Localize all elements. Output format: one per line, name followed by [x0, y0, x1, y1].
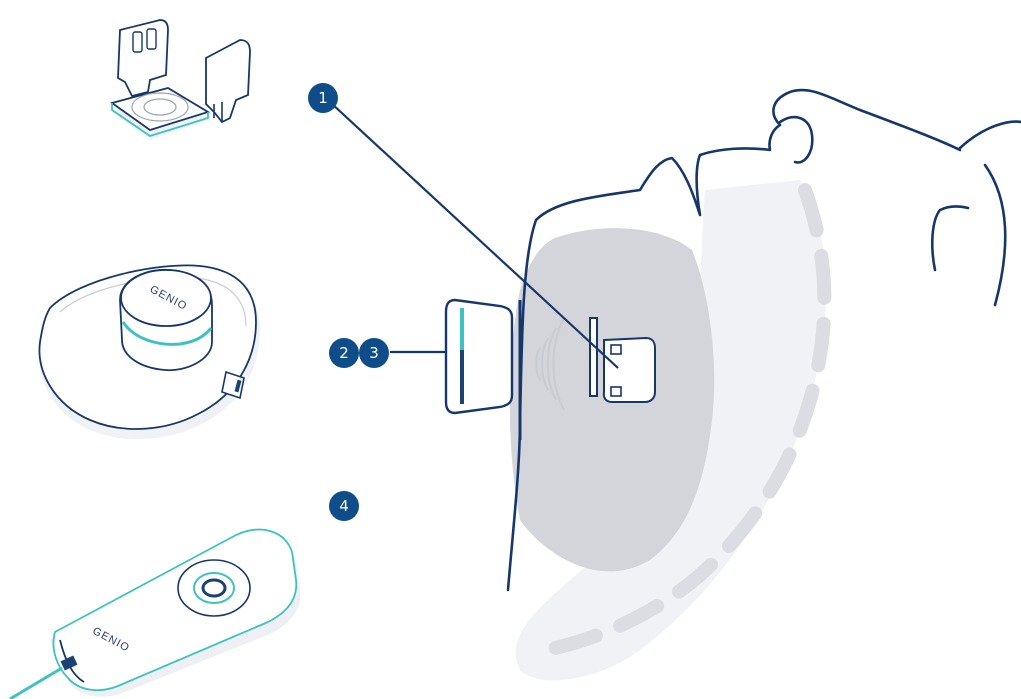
implant-right-flap — [206, 40, 250, 122]
nose-detail — [780, 117, 812, 162]
badge-3: 3 — [359, 338, 389, 368]
badge-2-label: 2 — [339, 344, 349, 362]
activation-chip-side — [446, 300, 520, 440]
chip-navy-band — [460, 350, 464, 404]
chip-outer — [446, 300, 512, 413]
ear-outline — [960, 122, 1021, 305]
eye-outline — [932, 206, 968, 270]
badge-2: 2 — [329, 338, 359, 368]
badge-4-label: 4 — [339, 497, 349, 515]
activation-chip-patch: GENIO — [39, 265, 260, 439]
implant-left-flap — [118, 20, 168, 96]
implant-illustration — [110, 20, 250, 140]
charger-dock-inner — [203, 580, 225, 596]
charger-unit: GENIO — [10, 530, 300, 699]
badge-1: 1 — [308, 83, 338, 113]
badge-4: 4 — [329, 491, 359, 521]
charger-cable — [10, 668, 62, 699]
head-profile — [508, 90, 1021, 680]
badge-3-label: 3 — [369, 344, 379, 362]
badge-1-label: 1 — [318, 89, 328, 107]
implant-backbar — [590, 318, 597, 396]
